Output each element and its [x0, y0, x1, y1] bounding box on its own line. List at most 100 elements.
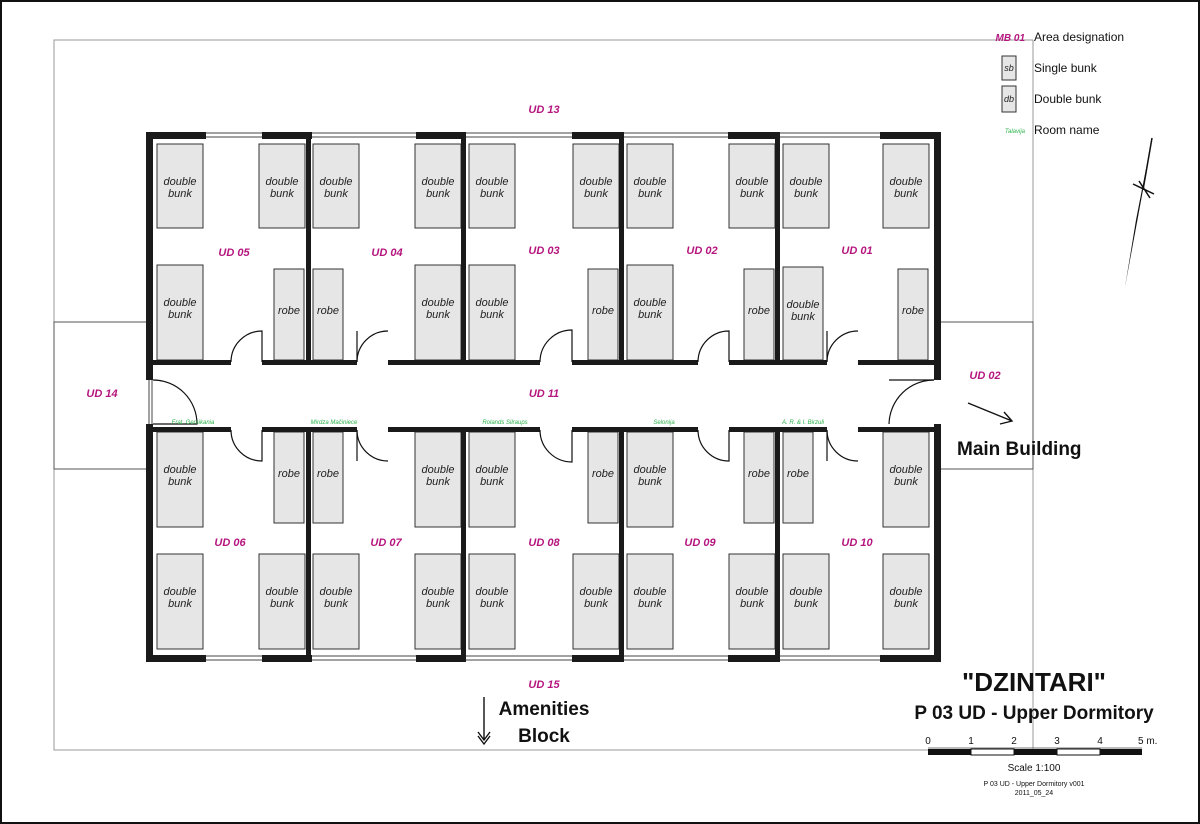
robe-shape	[273, 268, 305, 361]
wall-bottom-1	[262, 655, 312, 662]
robe: robe	[743, 431, 775, 524]
door-ud06	[230, 429, 263, 462]
window-top	[206, 132, 880, 138]
legend-area-code: MB 01	[996, 33, 1026, 44]
area-ud06: UD 06	[214, 537, 246, 549]
double-bunk-shape	[782, 553, 830, 650]
robe-label: robe	[592, 305, 614, 317]
wall-corridor-lower-b	[262, 427, 357, 432]
double-bunk-label: bunk	[480, 476, 504, 488]
double-bunk-label: bunk	[894, 188, 918, 200]
ud14-outline	[53, 321, 148, 470]
double-bunk-label: double	[265, 586, 298, 598]
double-bunk-label: double	[633, 176, 666, 188]
legend-double-bunk-swatch	[1001, 85, 1017, 113]
legend-room-label: Room name	[1034, 123, 1100, 137]
north-arrow-icon	[1125, 137, 1155, 287]
door-ud08	[539, 429, 573, 463]
wall-divider-upper-1	[306, 139, 311, 364]
door-ud03	[539, 329, 573, 363]
arrow-amenities-icon	[477, 697, 491, 746]
title-subtitle: P 03 UD - Upper Dormitory	[914, 703, 1154, 724]
legend-double-label: Double bunk	[1034, 92, 1102, 106]
legend-single-code: sb	[1004, 63, 1014, 73]
robe-shape	[312, 431, 344, 524]
double-bunk-label: bunk	[740, 188, 764, 200]
double-bunk-shape	[156, 553, 204, 650]
double-bunk-shape	[572, 553, 620, 650]
door-ud01	[826, 330, 859, 363]
double-bunk-shape	[258, 143, 306, 229]
robe-label: robe	[748, 305, 770, 317]
ud02-outline	[940, 321, 1034, 470]
robe: robe	[312, 431, 344, 524]
double-bunk-label: double	[579, 176, 612, 188]
room-names: Frat. Gersikania Mirdza Mačiniece Roland…	[172, 420, 825, 426]
wall-outer-right	[934, 132, 941, 379]
double-bunk-shape	[156, 431, 204, 528]
double-bunk-label: bunk	[426, 598, 450, 610]
double-bunk-label: bunk	[584, 598, 608, 610]
double-bunk-label: double	[735, 586, 768, 598]
double-bunk-label: double	[889, 464, 922, 476]
robe-label: robe	[278, 468, 300, 480]
wall-divider-lower-2	[461, 427, 466, 655]
double-bunk-label: double	[421, 176, 454, 188]
double-bunk-shape	[882, 143, 930, 229]
double-bunk-label: bunk	[426, 476, 450, 488]
wall-corridor-lower-d	[572, 427, 698, 432]
furniture-layer: doublebunkdoublebunkdoublebunkdoublebunk…	[156, 143, 930, 650]
double-bunk-label: double	[163, 586, 196, 598]
double-bunk-label: double	[579, 586, 612, 598]
double-bunk-label: double	[789, 176, 822, 188]
arrow-main-building-icon	[967, 402, 1014, 425]
double-bunk-shape	[258, 553, 306, 650]
wall-divider-upper-2	[461, 139, 466, 364]
area-ud05: UD 05	[218, 247, 250, 259]
robe-label: robe	[592, 468, 614, 480]
door-main-building	[888, 379, 935, 425]
double-bunk-shape	[468, 264, 516, 361]
wall-bottom-right	[880, 655, 941, 662]
double-bunk-label: bunk	[894, 476, 918, 488]
robe-label: robe	[787, 468, 809, 480]
scale-label: Scale 1:100	[1008, 763, 1061, 774]
wall-divider-upper-4	[775, 139, 780, 364]
double-bunk-label: double	[163, 176, 196, 188]
double-bunk-label: bunk	[426, 309, 450, 321]
robe-shape	[587, 431, 619, 524]
double-bunk-shape	[626, 264, 674, 361]
wall-ud14-end-top	[146, 372, 153, 380]
wall-divider-lower-1	[306, 427, 311, 655]
double-bunk-label: bunk	[794, 598, 818, 610]
legend-room-code: Talavija	[1005, 129, 1026, 135]
wall-corridor-upper-a	[153, 360, 231, 365]
scale-tick-label: 4	[1097, 736, 1103, 747]
robe: robe	[312, 268, 344, 361]
door-ud09	[697, 429, 730, 462]
wall-corridor-upper-d	[572, 360, 698, 365]
area-labels: UD 13 UD 05 UD 04 UD 03 UD 02 UD 01 UD 1…	[86, 104, 1000, 691]
room-name-ud06: Frat. Gersikania	[172, 420, 215, 426]
double-bunk-shape	[882, 553, 930, 650]
wall-bottom-4	[728, 655, 780, 662]
wall-outer-left	[146, 132, 153, 379]
wall-corridor-upper-b	[262, 360, 357, 365]
double-bunk-label: double	[633, 586, 666, 598]
double-bunk-label: bunk	[638, 188, 662, 200]
double-bunk-shape	[782, 266, 824, 361]
double-bunk-label: bunk	[480, 598, 504, 610]
